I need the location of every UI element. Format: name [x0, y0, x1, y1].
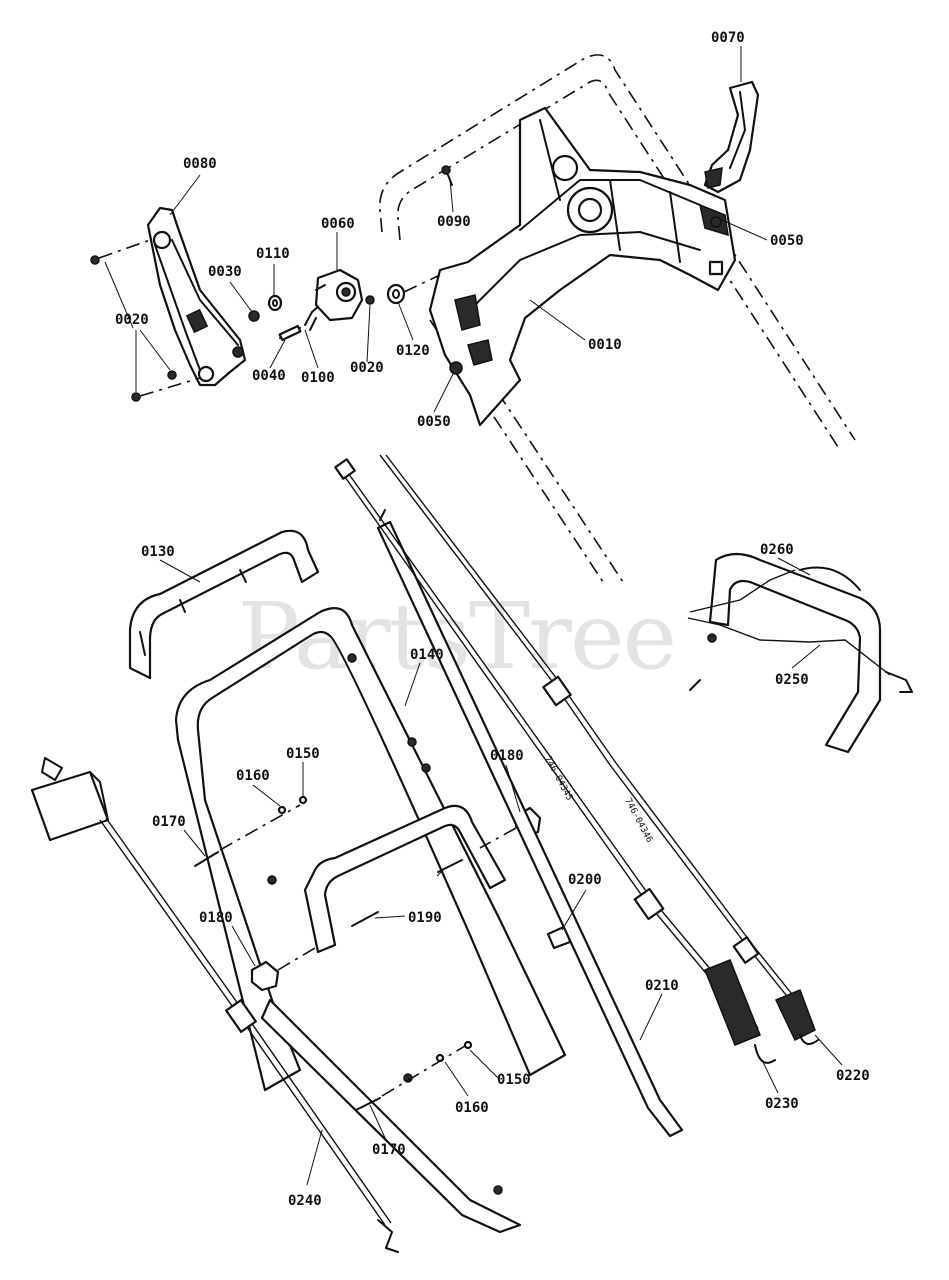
svg-text:746-04345: 746-04345 — [542, 755, 574, 803]
label-0130[interactable]: 0130 — [141, 544, 175, 560]
screw-0090[interactable] — [441, 165, 453, 186]
leader-lines — [104, 46, 843, 1186]
label-0150-lower[interactable]: 0150 — [497, 1072, 531, 1088]
bolt-0150-upper[interactable] — [298, 795, 308, 805]
label-0240[interactable]: 0240 — [288, 1193, 322, 1209]
cable-print-1: 746-04345 — [542, 755, 574, 803]
label-0040[interactable]: 0040 — [252, 368, 286, 384]
label-0170-upper[interactable]: 0170 — [152, 814, 186, 830]
screw-0020-right[interactable] — [365, 295, 375, 305]
label-0260[interactable]: 0260 — [760, 542, 794, 558]
washer-0110[interactable] — [267, 294, 283, 312]
label-0150-upper[interactable]: 0150 — [286, 746, 320, 762]
label-0160-upper[interactable]: 0160 — [236, 768, 270, 784]
label-0080[interactable]: 0080 — [183, 156, 217, 172]
label-0190[interactable]: 0190 — [408, 910, 442, 926]
label-0070[interactable]: 0070 — [711, 30, 745, 46]
label-0220[interactable]: 0220 — [836, 1068, 870, 1084]
pin-0040[interactable] — [278, 324, 302, 342]
control-plate-0080[interactable] — [146, 206, 247, 387]
nut-0030[interactable] — [248, 310, 260, 322]
upper-handle-outline — [379, 54, 856, 586]
label-0160-lower[interactable]: 0160 — [455, 1100, 489, 1116]
label-0250[interactable]: 0250 — [775, 672, 809, 688]
brake-cable-0230[interactable] — [334, 458, 776, 1064]
cable-print-2: 746-04346 — [622, 797, 654, 845]
label-0020-left[interactable]: 0020 — [115, 312, 149, 328]
grip-cover-0130[interactable] — [128, 529, 320, 680]
label-0020-right[interactable]: 0020 — [350, 360, 384, 376]
upper-handle-0140[interactable] — [174, 607, 567, 1234]
bolt-0050-right[interactable] — [710, 216, 722, 228]
drive-cable-0220[interactable] — [379, 454, 819, 1045]
lever-0070[interactable] — [703, 80, 760, 194]
control-bracket-0010[interactable] — [428, 106, 737, 427]
label-0060[interactable]: 0060 — [321, 216, 355, 232]
label-0170-lower[interactable]: 0170 — [372, 1142, 406, 1158]
label-0030[interactable]: 0030 — [208, 264, 242, 280]
label-0120[interactable]: 0120 — [396, 343, 430, 359]
label-0180-lower[interactable]: 0180 — [199, 910, 233, 926]
label-0210[interactable]: 0210 — [645, 978, 679, 994]
label-0090[interactable]: 0090 — [437, 214, 471, 230]
bolt-0190-upper[interactable] — [437, 859, 463, 873]
bolt-0050-left[interactable] — [449, 361, 463, 375]
label-0200[interactable]: 0200 — [568, 872, 602, 888]
bail-0260[interactable] — [689, 552, 882, 754]
pin-0170-upper[interactable] — [194, 804, 301, 867]
screw-0020-top[interactable] — [90, 239, 151, 265]
pin-0170-lower[interactable] — [355, 1045, 466, 1111]
label-0230[interactable]: 0230 — [765, 1096, 799, 1112]
part-labels: 0070 0080 0060 0110 0030 0090 0050 0020 … — [115, 30, 870, 1209]
label-0100[interactable]: 0100 — [301, 370, 335, 386]
svg-text:746-04346: 746-04346 — [622, 797, 654, 845]
knob-0180-lower[interactable] — [250, 944, 321, 992]
bolt-0190-lower[interactable] — [351, 911, 379, 927]
bolt-0150-lower[interactable] — [463, 1040, 473, 1050]
screw-0020-mid[interactable] — [167, 370, 177, 380]
label-0050-left[interactable]: 0050 — [417, 414, 451, 430]
label-0050-right[interactable]: 0050 — [770, 233, 804, 249]
washer-0120[interactable] — [386, 274, 441, 305]
key-switch-0060[interactable] — [314, 268, 364, 322]
cable-0240[interactable] — [30, 757, 399, 1253]
label-0140[interactable]: 0140 — [410, 647, 444, 663]
control-cable-0250[interactable] — [687, 569, 913, 693]
screw-0020-low[interactable] — [131, 377, 201, 402]
label-0180-upper[interactable]: 0180 — [490, 748, 524, 764]
washer-0160-upper[interactable] — [277, 805, 287, 815]
label-0110[interactable]: 0110 — [256, 246, 290, 262]
label-0010[interactable]: 0010 — [588, 337, 622, 353]
